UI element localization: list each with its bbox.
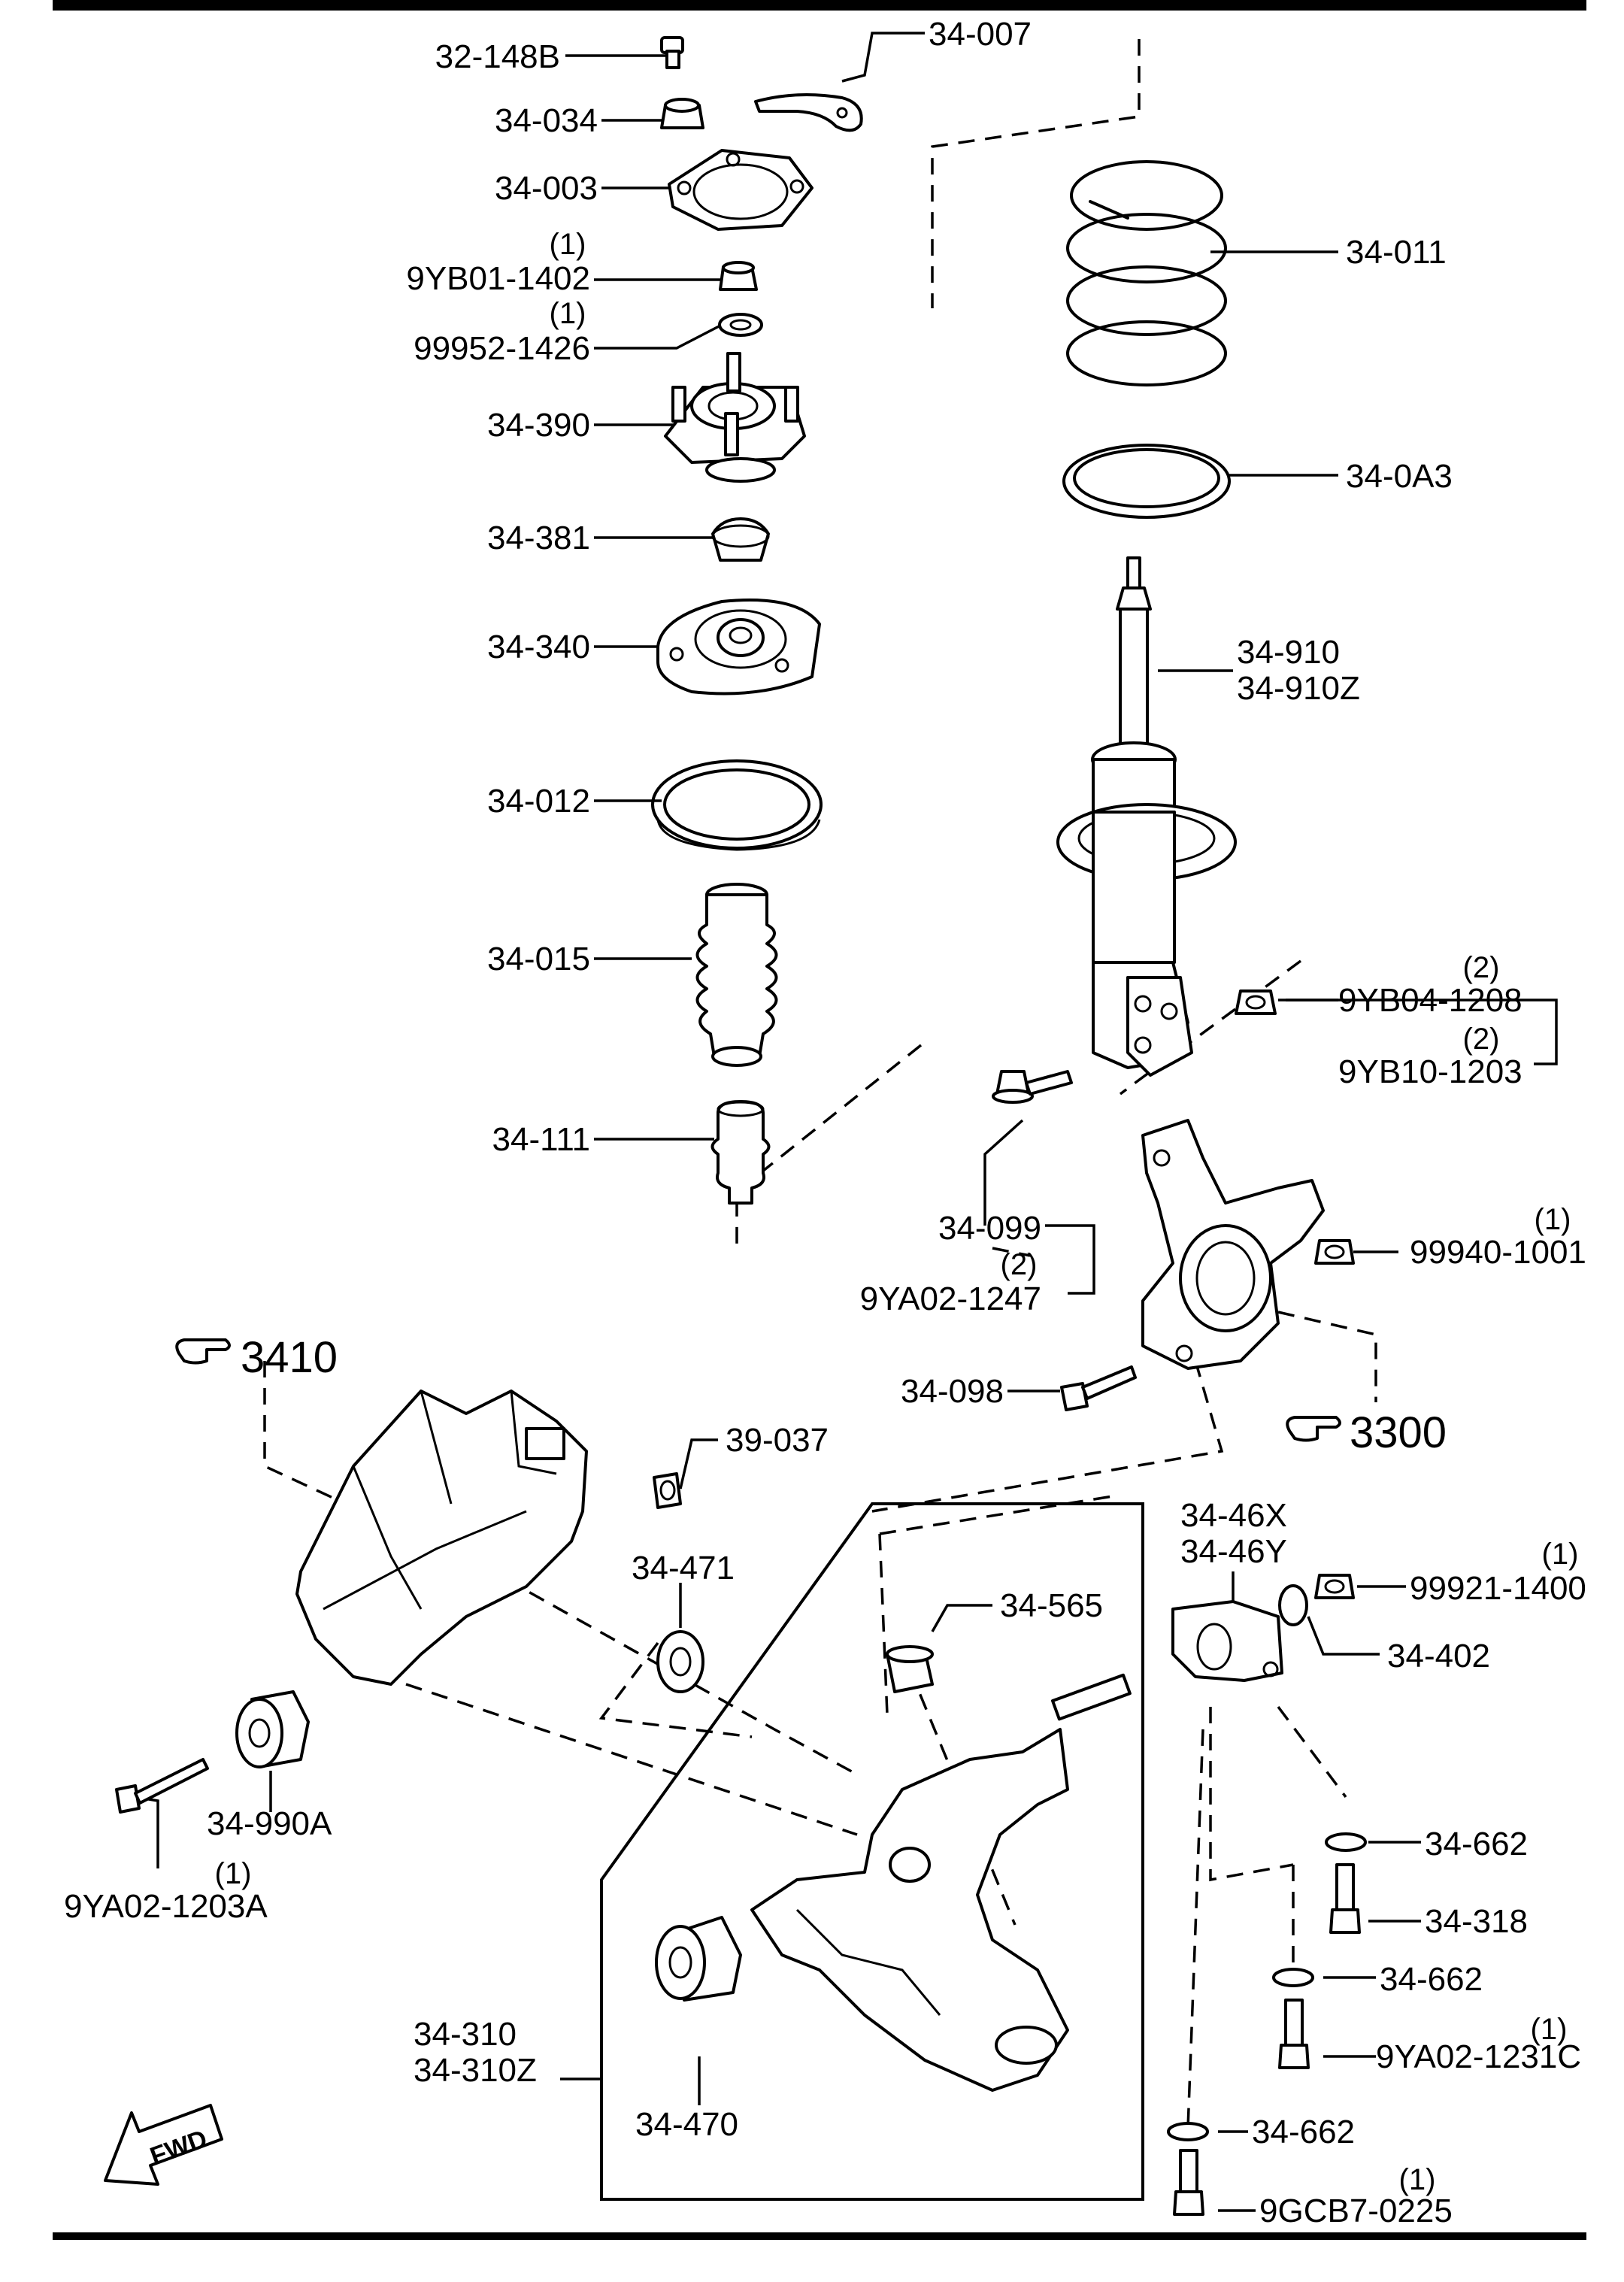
qty-99952: (1): [550, 297, 586, 330]
label-9yb01-1402: 9YB01-1402: [406, 260, 590, 297]
bolt-9ya02-1231c-drawing: [1278, 1999, 1310, 2069]
qty-99921: (1): [1542, 1538, 1579, 1571]
hand-pointer-3410-icon: [175, 1338, 231, 1365]
bump-cup-34-381-drawing: [711, 517, 770, 562]
label-9ya02-1247: 9YA02-1247: [860, 1280, 1041, 1317]
nut-34-034-drawing: [660, 98, 704, 129]
label-34-310: 34-310: [414, 2016, 517, 2053]
washer-34-402-drawing: [1278, 1584, 1308, 1626]
nut-99940-drawing: [1314, 1239, 1355, 1265]
label-34-098: 34-098: [901, 1373, 1004, 1410]
label-34-46y: 34-46Y: [1180, 1533, 1287, 1570]
nut-9yb04-drawing: [1235, 989, 1277, 1015]
lower-arm-group-frame: [600, 1502, 1144, 2201]
seat-34-340-drawing: [656, 599, 821, 696]
qty-9ya02-1203a: (1): [215, 1857, 252, 1890]
nut-39-037-drawing: [653, 1472, 682, 1509]
bolt-34-099-drawing: [992, 1070, 1073, 1104]
label-34-910z: 34-910Z: [1237, 670, 1360, 707]
coil-spring-34-011-drawing: [1066, 160, 1227, 386]
fwd-arrow-icon: [104, 2104, 223, 2186]
reference-3300: 3300: [1350, 1408, 1447, 1457]
qty-9yb10: (2): [1463, 1023, 1500, 1056]
label-34-012: 34-012: [487, 783, 590, 820]
bushing-34-565-drawing: [886, 1645, 934, 1693]
nut-9yb01-drawing: [719, 261, 758, 291]
bolt-34-098-drawing: [1060, 1365, 1137, 1411]
label-99952-1426: 99952-1426: [414, 330, 590, 367]
label-34-381: 34-381: [487, 520, 590, 556]
washer-34-662c-drawing: [1167, 2122, 1209, 2141]
label-34-099: 34-099: [938, 1210, 1041, 1247]
crossmember-3410-drawing: [295, 1390, 588, 1686]
washer-34-662a-drawing: [1325, 1832, 1367, 1852]
label-34-565: 34-565: [1000, 1587, 1103, 1624]
label-9ya02-1231c: 9YA02-1231C: [1376, 2038, 1581, 2075]
label-34-662-a: 34-662: [1425, 1826, 1528, 1862]
qty-9yb04: (2): [1463, 951, 1500, 984]
label-34-990a: 34-990A: [207, 1805, 332, 1842]
nut-32-148b-drawing: [660, 36, 684, 69]
label-34-470: 34-470: [635, 2106, 738, 2143]
bottom-rule: [53, 2232, 1586, 2240]
label-34-015: 34-015: [487, 941, 590, 977]
label-99921-1400: 99921-1400: [1410, 1570, 1586, 1607]
spring-seat-34-0a3-drawing: [1062, 444, 1231, 519]
hand-pointer-3300-icon: [1286, 1416, 1341, 1442]
lower-control-arm-drawing: [750, 1673, 1132, 2092]
label-34-007: 34-007: [929, 16, 1032, 53]
bolt-34-318-drawing: [1329, 1863, 1361, 1934]
qty-9yb01: (1): [550, 228, 586, 261]
bracket-34-007-drawing: [754, 93, 863, 132]
label-34-310z: 34-310Z: [414, 2052, 537, 2089]
label-34-662-b: 34-662: [1380, 1961, 1483, 1998]
label-34-340: 34-340: [487, 629, 590, 665]
mount-plate-34-003-drawing: [668, 149, 814, 231]
label-39-037: 39-037: [726, 1422, 829, 1459]
label-34-390: 34-390: [487, 407, 590, 444]
boot-34-015-drawing: [695, 883, 778, 1067]
label-99940-1001: 99940-1001: [1410, 1234, 1586, 1271]
reference-3410: 3410: [241, 1333, 338, 1382]
steering-knuckle-drawing: [1141, 1119, 1325, 1370]
mount-34-390-drawing: [664, 352, 806, 483]
bushing-34-990a-drawing: [235, 1690, 310, 1768]
bushing-34-470-drawing: [655, 1916, 742, 2002]
label-34-003: 34-003: [495, 170, 598, 207]
washer-99952-drawing: [718, 313, 763, 337]
bolt-9ya02-1203a-drawing: [115, 1758, 209, 1814]
bump-stop-34-111-drawing: [710, 1100, 771, 1205]
label-34-011: 34-011: [1346, 234, 1447, 271]
bolt-9gcb7-drawing: [1173, 2149, 1204, 2216]
bushing-34-471-drawing: [656, 1630, 704, 1693]
qty-9ya02-1231c: (1): [1531, 2013, 1568, 2046]
label-34-910: 34-910: [1237, 634, 1340, 671]
assembly-dashed-lines: [263, 39, 1377, 2129]
qty-9gcb7: (1): [1399, 2163, 1436, 2196]
qty-99940: (1): [1535, 1203, 1571, 1236]
top-rule: [53, 0, 1586, 11]
strut-34-910-drawing: [1056, 556, 1237, 1077]
qty-9ya02-1247: (2): [1001, 1248, 1038, 1281]
label-9yb04-1208: 9YB04-1208: [1338, 982, 1522, 1019]
label-34-402: 34-402: [1387, 1638, 1490, 1674]
label-9yb10-1203: 9YB10-1203: [1338, 1053, 1522, 1090]
label-34-318: 34-318: [1425, 1903, 1528, 1940]
washer-34-662b-drawing: [1272, 1968, 1314, 1987]
label-34-111: 34-111: [492, 1121, 590, 1158]
label-34-0a3: 34-0A3: [1346, 458, 1453, 495]
insulator-34-012-drawing: [651, 759, 823, 851]
bushing-34-46x-drawing: [1171, 1600, 1283, 1682]
label-34-46x: 34-46X: [1180, 1497, 1287, 1534]
leader-lines: [135, 32, 1558, 2212]
label-9ya02-1203a: 9YA02-1203A: [64, 1888, 268, 1925]
label-32-148b: 32-148B: [435, 38, 560, 75]
label-34-034: 34-034: [495, 102, 598, 139]
label-9gcb7-0225: 9GCB7-0225: [1259, 2193, 1453, 2229]
label-34-662-c: 34-662: [1252, 2114, 1355, 2150]
label-34-471: 34-471: [632, 1550, 735, 1586]
part-labels: 32-148B 34-007 34-034 34-003 34-011 (1) …: [64, 16, 1586, 2229]
nut-99921-drawing: [1314, 1574, 1355, 1599]
